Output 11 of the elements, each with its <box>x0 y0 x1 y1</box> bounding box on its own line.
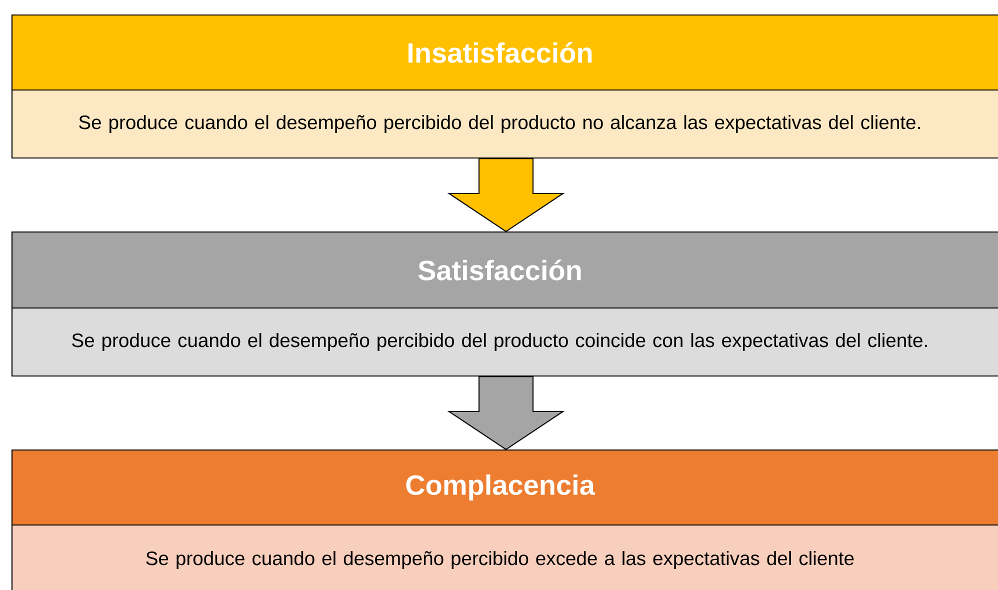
stage-title: Complacencia <box>406 474 596 501</box>
stage-box <box>11 14 998 159</box>
stage-description: Se produce cuando el desempeño percibido del producto no alcanza las expectativas del cliente. <box>79 115 920 134</box>
stage-title: Insatisfacción <box>408 42 592 63</box>
stage-title: Satisfacción <box>418 260 581 280</box>
block-arrow <box>447 376 565 450</box>
stage-box <box>11 231 998 377</box>
stage-description: Se produce cuando el desempeño percibido del producto coincide con las expectativas del cliente. <box>72 333 927 352</box>
block-arrow <box>447 158 565 232</box>
stage-description: Se produce cuando el desempeño percibido excede a las expectativas del cliente <box>146 551 854 570</box>
stage-box <box>11 449 998 590</box>
